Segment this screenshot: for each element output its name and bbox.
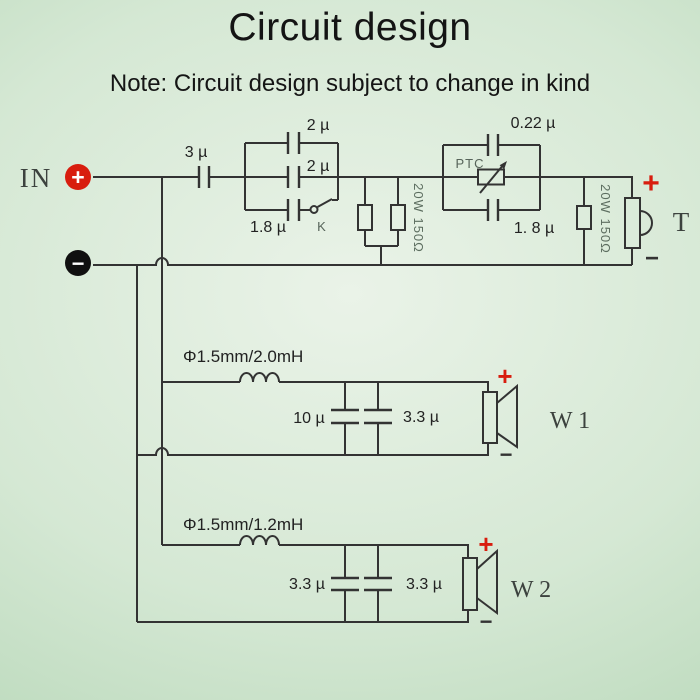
capacitor-plates [286, 166, 301, 188]
minus-icon: − [72, 251, 85, 276]
w2-branch: Φ1.5mm/1.2mH 3.3 µ 3.3 µ + − W 2 [137, 515, 551, 634]
capacitor-bank: 2 µ 2 µ 1.8 µ K [244, 117, 339, 236]
resistor-body [357, 204, 373, 231]
w1-branch: Φ1.5mm/2.0mH 10 µ 3.3 µ + − W 1 [137, 347, 590, 467]
capacitor-value: 2 µ [307, 158, 330, 175]
w1-minus-sign: − [500, 442, 513, 467]
capacitor-plates [331, 576, 359, 592]
w2-plus-sign: + [478, 529, 493, 559]
w2-bottom-wire [137, 610, 469, 623]
switch-contact [309, 205, 319, 214]
capacitor-plates [486, 199, 500, 221]
w2-minus-sign: − [480, 609, 493, 634]
plus-icon: + [71, 164, 84, 190]
capacitor-value: 2 µ [307, 117, 330, 134]
capacitor-value: 3.3 µ [403, 409, 439, 426]
wire-positive-4 [504, 176, 633, 198]
resistor-wires [364, 177, 399, 265]
tweeter-body [624, 197, 641, 249]
w2-speaker-cone [476, 548, 498, 615]
ptc-body [477, 168, 505, 186]
tweeter-speaker: + − T [624, 167, 690, 272]
resistor-rating: 20W 150Ω [598, 184, 613, 254]
capacitor-value: 0.22 µ [511, 115, 556, 132]
wire-negative-rail [93, 257, 632, 266]
capacitor-plates [197, 166, 211, 188]
w1-speaker-cone [496, 383, 518, 449]
input-plus-terminal [65, 164, 91, 190]
switch-label: K [317, 219, 327, 234]
capacitor-plates [364, 576, 392, 592]
series-capacitor-3u: 3 µ [185, 144, 211, 188]
capacitor-value: 1.8 µ [250, 219, 286, 236]
ptc-label: PTC [456, 156, 485, 171]
inductor-spec: Φ1.5mm/1.2mH [183, 515, 303, 534]
resistor-body [390, 204, 406, 231]
switch-blade [317, 198, 338, 208]
tweeter-minus-sign: − [645, 245, 659, 272]
input-terminals: IN + − [20, 163, 91, 276]
shunt-resistor: 20W 150Ω [576, 177, 613, 265]
w1-inductor-coil [239, 372, 280, 383]
tweeter-label: T [673, 207, 690, 237]
w2-inductor-coil [239, 535, 280, 546]
schematic-wires [93, 176, 633, 622]
w1-plus-sign: + [497, 361, 512, 391]
inductor-spec: Φ1.5mm/2.0mH [183, 347, 303, 366]
capacitor-plates [486, 134, 500, 156]
capacitor-plates [364, 408, 392, 425]
w2-label: W 2 [511, 577, 551, 603]
capacitor-value: 3 µ [185, 144, 208, 161]
ptc-arrow-head [499, 161, 507, 170]
ptc-arrow-shaft [479, 163, 505, 194]
tweeter-dome [639, 210, 653, 236]
resistor-body [576, 205, 592, 230]
resistor-rating: 20W 150Ω [411, 183, 426, 253]
capacitor-plates [331, 408, 359, 425]
w2-top-wire-right [279, 544, 469, 558]
tweeter-plus-sign: + [642, 167, 660, 200]
w1-top-wire-right [279, 381, 489, 392]
input-label: IN [20, 163, 53, 193]
capacitor-plates [286, 199, 301, 221]
ptc-block: 0.22 µ PTC 1. 8 µ [442, 115, 556, 237]
capacitor-plates [286, 132, 301, 154]
page-title: Circuit design [228, 6, 472, 49]
subtitle-note: Note: Circuit design subject to change i… [109, 70, 591, 97]
parallel-resistor-pair: 20W 150Ω [357, 177, 426, 265]
capacitor-value: 10 µ [293, 410, 324, 427]
w1-bottom-wire [137, 443, 489, 456]
input-minus-terminal [65, 250, 91, 276]
capacitor-value: 3.3 µ [289, 576, 325, 593]
capacitor-value: 1. 8 µ [514, 220, 554, 237]
w1-label: W 1 [550, 408, 590, 434]
capacitor-value: 3.3 µ [406, 576, 442, 593]
w2-speaker-body [462, 557, 478, 611]
w1-speaker-body [482, 391, 498, 444]
